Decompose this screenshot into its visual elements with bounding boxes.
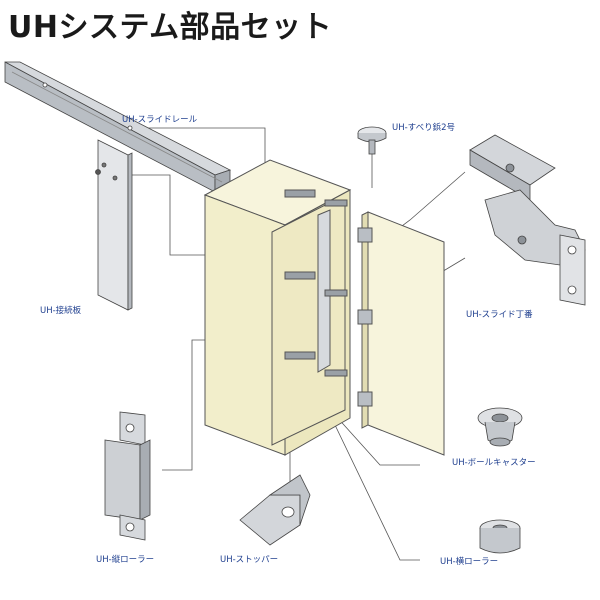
door [357, 211, 445, 456]
label-slide-rail: UH-スライドレール [122, 115, 198, 125]
label-horizontal-roller: UH-横ローラー [440, 557, 499, 567]
label-stopper: UH-ストッパー [220, 555, 279, 565]
suberi-nail [357, 126, 387, 155]
stopper [239, 474, 311, 546]
label-vertical-roller: UH-縦ローラー [96, 555, 155, 565]
label-suberi-nail: UH-すべり鋲2号 [392, 123, 455, 133]
cabinet [203, 159, 352, 456]
label-ball-caster: UH-ボールキャスター [452, 458, 536, 468]
ball-caster [477, 407, 523, 447]
page-title: UHシステム部品セット [8, 10, 333, 45]
vertical-roller [104, 411, 151, 541]
label-slide-hinge: UH-スライド丁番 [466, 310, 533, 320]
label-connecting-plate: UH-接続板 [40, 306, 82, 316]
connecting-plate [95, 139, 133, 311]
slide-hinge [469, 134, 586, 306]
horizontal-roller [479, 519, 521, 554]
